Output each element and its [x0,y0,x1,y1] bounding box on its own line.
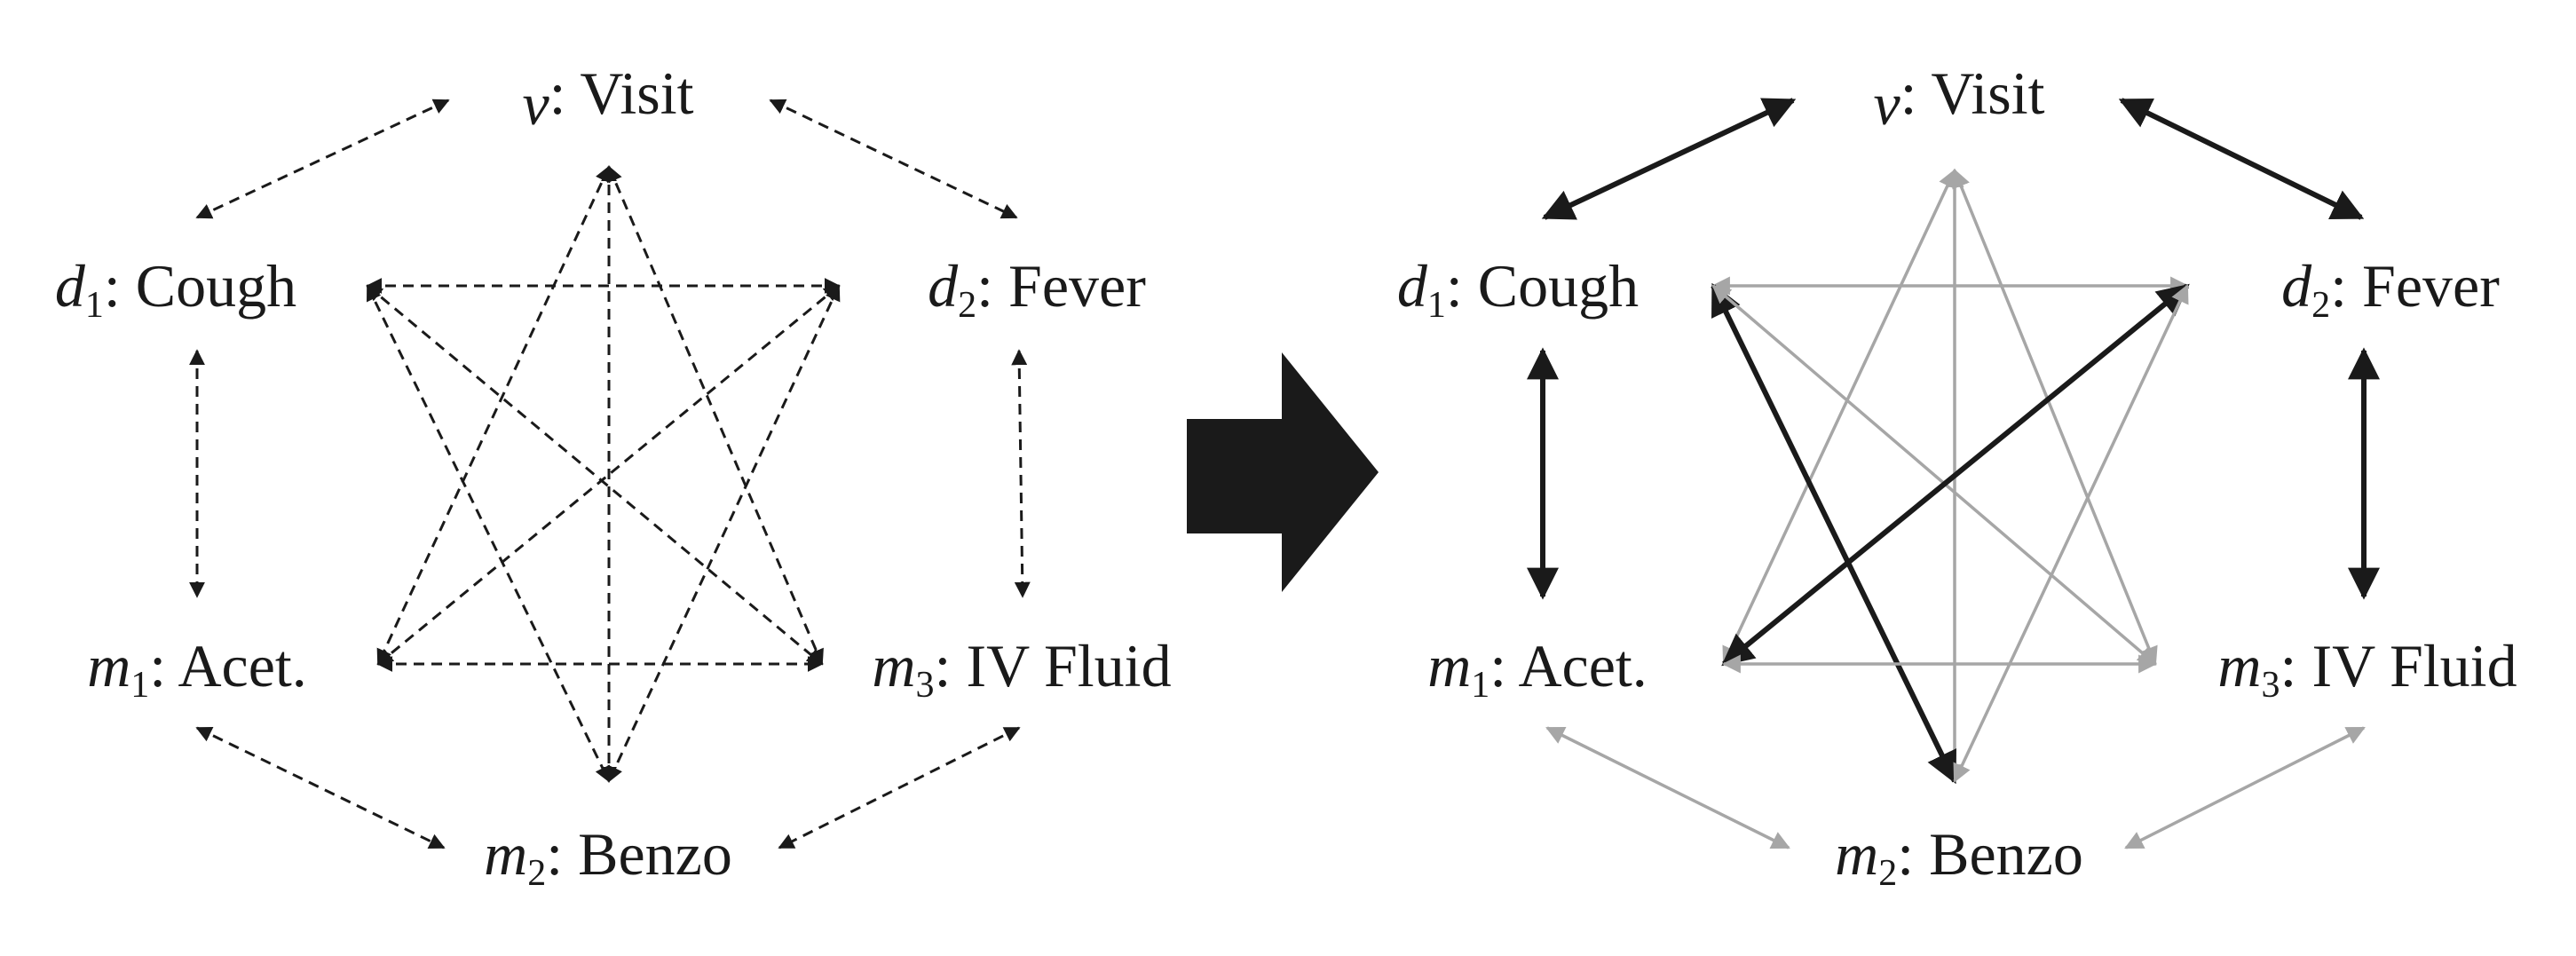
node-d1-right: d1: Cough [1397,252,1639,326]
edge-d2-m2-right [1953,284,2189,783]
left-nodes: v: Visit d1: Cough d2: Fever m1: Acet. m… [55,59,1172,894]
node-m3-left: m3: IV Fluid [872,632,1171,706]
right-edges [1527,98,2380,849]
node-m1-left: m1: Acet. [87,632,307,706]
right-nodes: v: Visit d1: Cough d2: Fever m1: Acet. m… [1397,59,2517,894]
node-m3-right: m3: IV Fluid [2217,632,2517,706]
edge-d2-m3-left [1011,349,1031,598]
edge-d1-m3-right [1711,284,2157,666]
node-d2-left: d2: Fever [928,252,1146,326]
edge-v-d2-right [2118,98,2365,220]
node-v-right: v: Visit [1873,59,2044,138]
edge-m3-m2-right [2124,726,2366,849]
edge-d1-m2-right [1711,282,1957,785]
edge-v-d2-left [769,99,1018,219]
edge-m1-m2-left [195,726,446,849]
left-edges [189,99,1031,849]
edge-v-m1-right [1722,169,1956,666]
edge-v-m3-left [607,165,824,666]
edge-v-m1-left [376,165,611,666]
node-m2-left: m2: Benzo [484,820,732,894]
edge-m3-m2-left [778,726,1021,849]
edge-d1-m3-left [366,284,824,666]
node-m1-right: m1: Acet. [1427,632,1648,706]
right-block-arrow-icon [1187,352,1379,592]
node-d1-left: d1: Cough [55,252,296,326]
left-panel: v: Visit d1: Cough d2: Fever m1: Acet. m… [55,59,1172,894]
edge-d1-m2-left [366,284,611,783]
edge-v-d1-left [195,99,450,219]
right-panel: v: Visit d1: Cough d2: Fever m1: Acet. m… [1397,59,2517,894]
node-m2-right: m2: Benzo [1835,820,2083,894]
edge-v-d1-right [1541,98,1797,220]
edge-m1-m2-right [1545,726,1790,849]
node-v-left: v: Visit [522,59,693,138]
edge-d2-m2-left [607,284,841,783]
node-d2-right: d2: Fever [2281,252,2500,326]
